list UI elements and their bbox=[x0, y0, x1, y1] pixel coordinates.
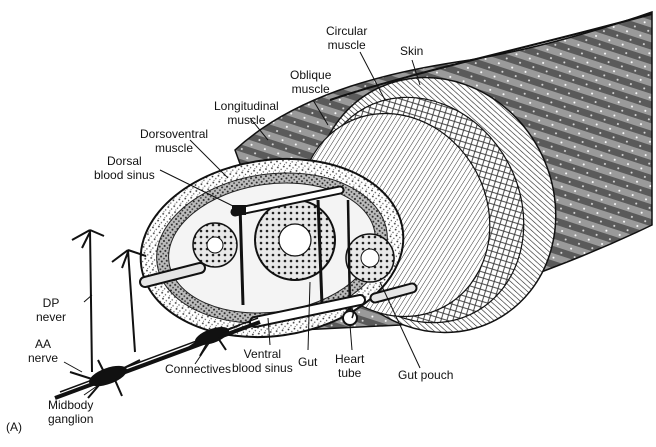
gut-pouch-right bbox=[346, 234, 394, 282]
label-aa-nerve: AA nerve bbox=[28, 337, 58, 365]
connectives bbox=[55, 322, 260, 398]
label-dp-nerve: DP never bbox=[36, 296, 66, 324]
label-longitudinal-muscle: Longitudinal muscle bbox=[214, 99, 279, 127]
label-ventral-blood-sinus: Ventral blood sinus bbox=[232, 347, 293, 375]
label-dorsal-blood-sinus: Dorsal blood sinus bbox=[94, 154, 155, 182]
label-gut: Gut bbox=[298, 355, 317, 369]
label-connectives: Connectives bbox=[165, 362, 231, 376]
label-skin: Skin bbox=[400, 44, 423, 58]
label-circular-muscle: Circular muscle bbox=[326, 24, 367, 52]
midbody-ganglion bbox=[70, 360, 140, 398]
panel-label: (A) bbox=[6, 420, 22, 434]
label-heart-tube: Heart tube bbox=[335, 352, 364, 380]
gut-pouch-left bbox=[193, 223, 237, 267]
dp-nerve bbox=[72, 230, 146, 372]
label-midbody-ganglion: Midbody ganglion bbox=[48, 398, 93, 426]
label-oblique-muscle: Oblique muscle bbox=[290, 68, 331, 96]
label-dorsoventral-muscle: Dorsoventral muscle bbox=[140, 127, 208, 155]
label-gut-pouch: Gut pouch bbox=[398, 368, 453, 382]
gut-center bbox=[255, 200, 335, 280]
